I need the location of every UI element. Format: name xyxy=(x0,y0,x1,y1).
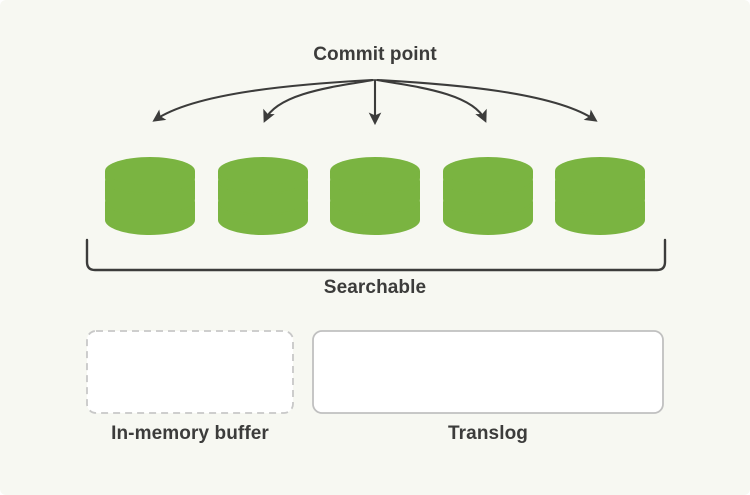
searchable-label: Searchable xyxy=(323,277,427,298)
in-memory-buffer-label: In-memory buffer xyxy=(111,423,269,444)
commit-point-label: Commit point xyxy=(313,44,437,65)
searchable-bracket xyxy=(85,238,667,272)
segment-1 xyxy=(105,157,195,235)
translog-label: Translog xyxy=(448,423,528,444)
segment-3 xyxy=(330,157,420,235)
segment-4 xyxy=(443,157,533,235)
segment-5 xyxy=(555,157,645,235)
arrow-to-segment-4 xyxy=(375,78,487,123)
translog-box xyxy=(312,330,664,414)
in-memory-buffer-box xyxy=(86,330,294,414)
arrow-to-segment-2 xyxy=(263,78,375,123)
commit-arrows xyxy=(152,78,598,126)
segment-row xyxy=(105,157,645,235)
segment-2 xyxy=(218,157,308,235)
arrow-to-segment-1 xyxy=(152,78,374,122)
arrow-to-segment-5 xyxy=(376,78,598,122)
